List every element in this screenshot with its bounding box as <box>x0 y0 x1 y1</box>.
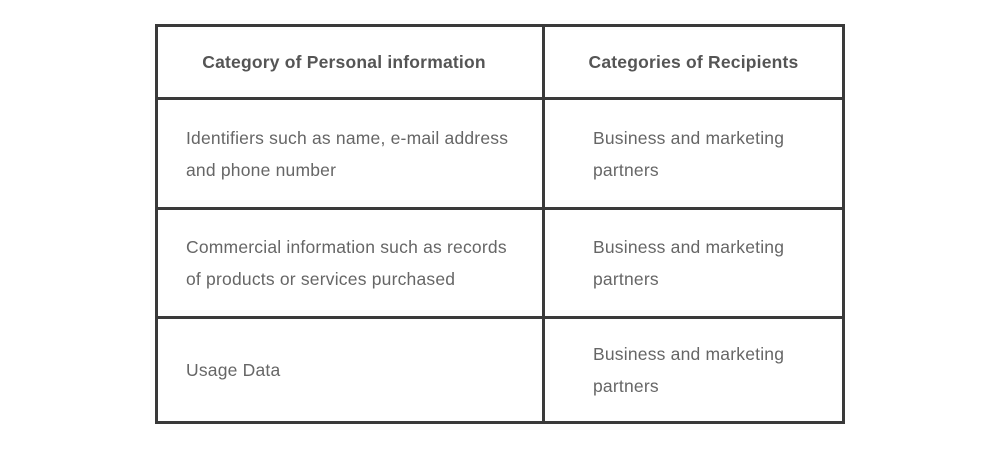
header-recipients-label: Categories of Recipients <box>588 52 799 72</box>
table-row-2-category: Commercial information such as records o… <box>158 210 545 319</box>
header-category-label: Category of Personal information <box>202 52 486 72</box>
header-recipients: Categories of Recipients <box>545 27 842 100</box>
table-row-1-category: Identifiers such as name, e-mail address… <box>158 100 545 210</box>
cell-category: Commercial information such as records o… <box>186 237 507 289</box>
cell-recipients: Business and marketing partners <box>593 237 785 289</box>
table-row-2-recipients: Business and marketing partners <box>545 210 842 319</box>
table-row-1-recipients: Business and marketing partners <box>545 100 842 210</box>
cell-category: Identifiers such as name, e-mail address… <box>186 127 509 180</box>
table-row-3-recipients: Business and marketing partners <box>545 319 842 421</box>
recipients-table: Category of Personal information Categor… <box>155 24 845 424</box>
cell-category: Usage Data <box>186 360 281 380</box>
cell-recipients: Business and marketing partners <box>593 127 785 180</box>
table-row-3-category: Usage Data <box>158 319 545 421</box>
header-category: Category of Personal information <box>158 27 545 100</box>
cell-recipients: Business and marketing partners <box>593 344 785 396</box>
